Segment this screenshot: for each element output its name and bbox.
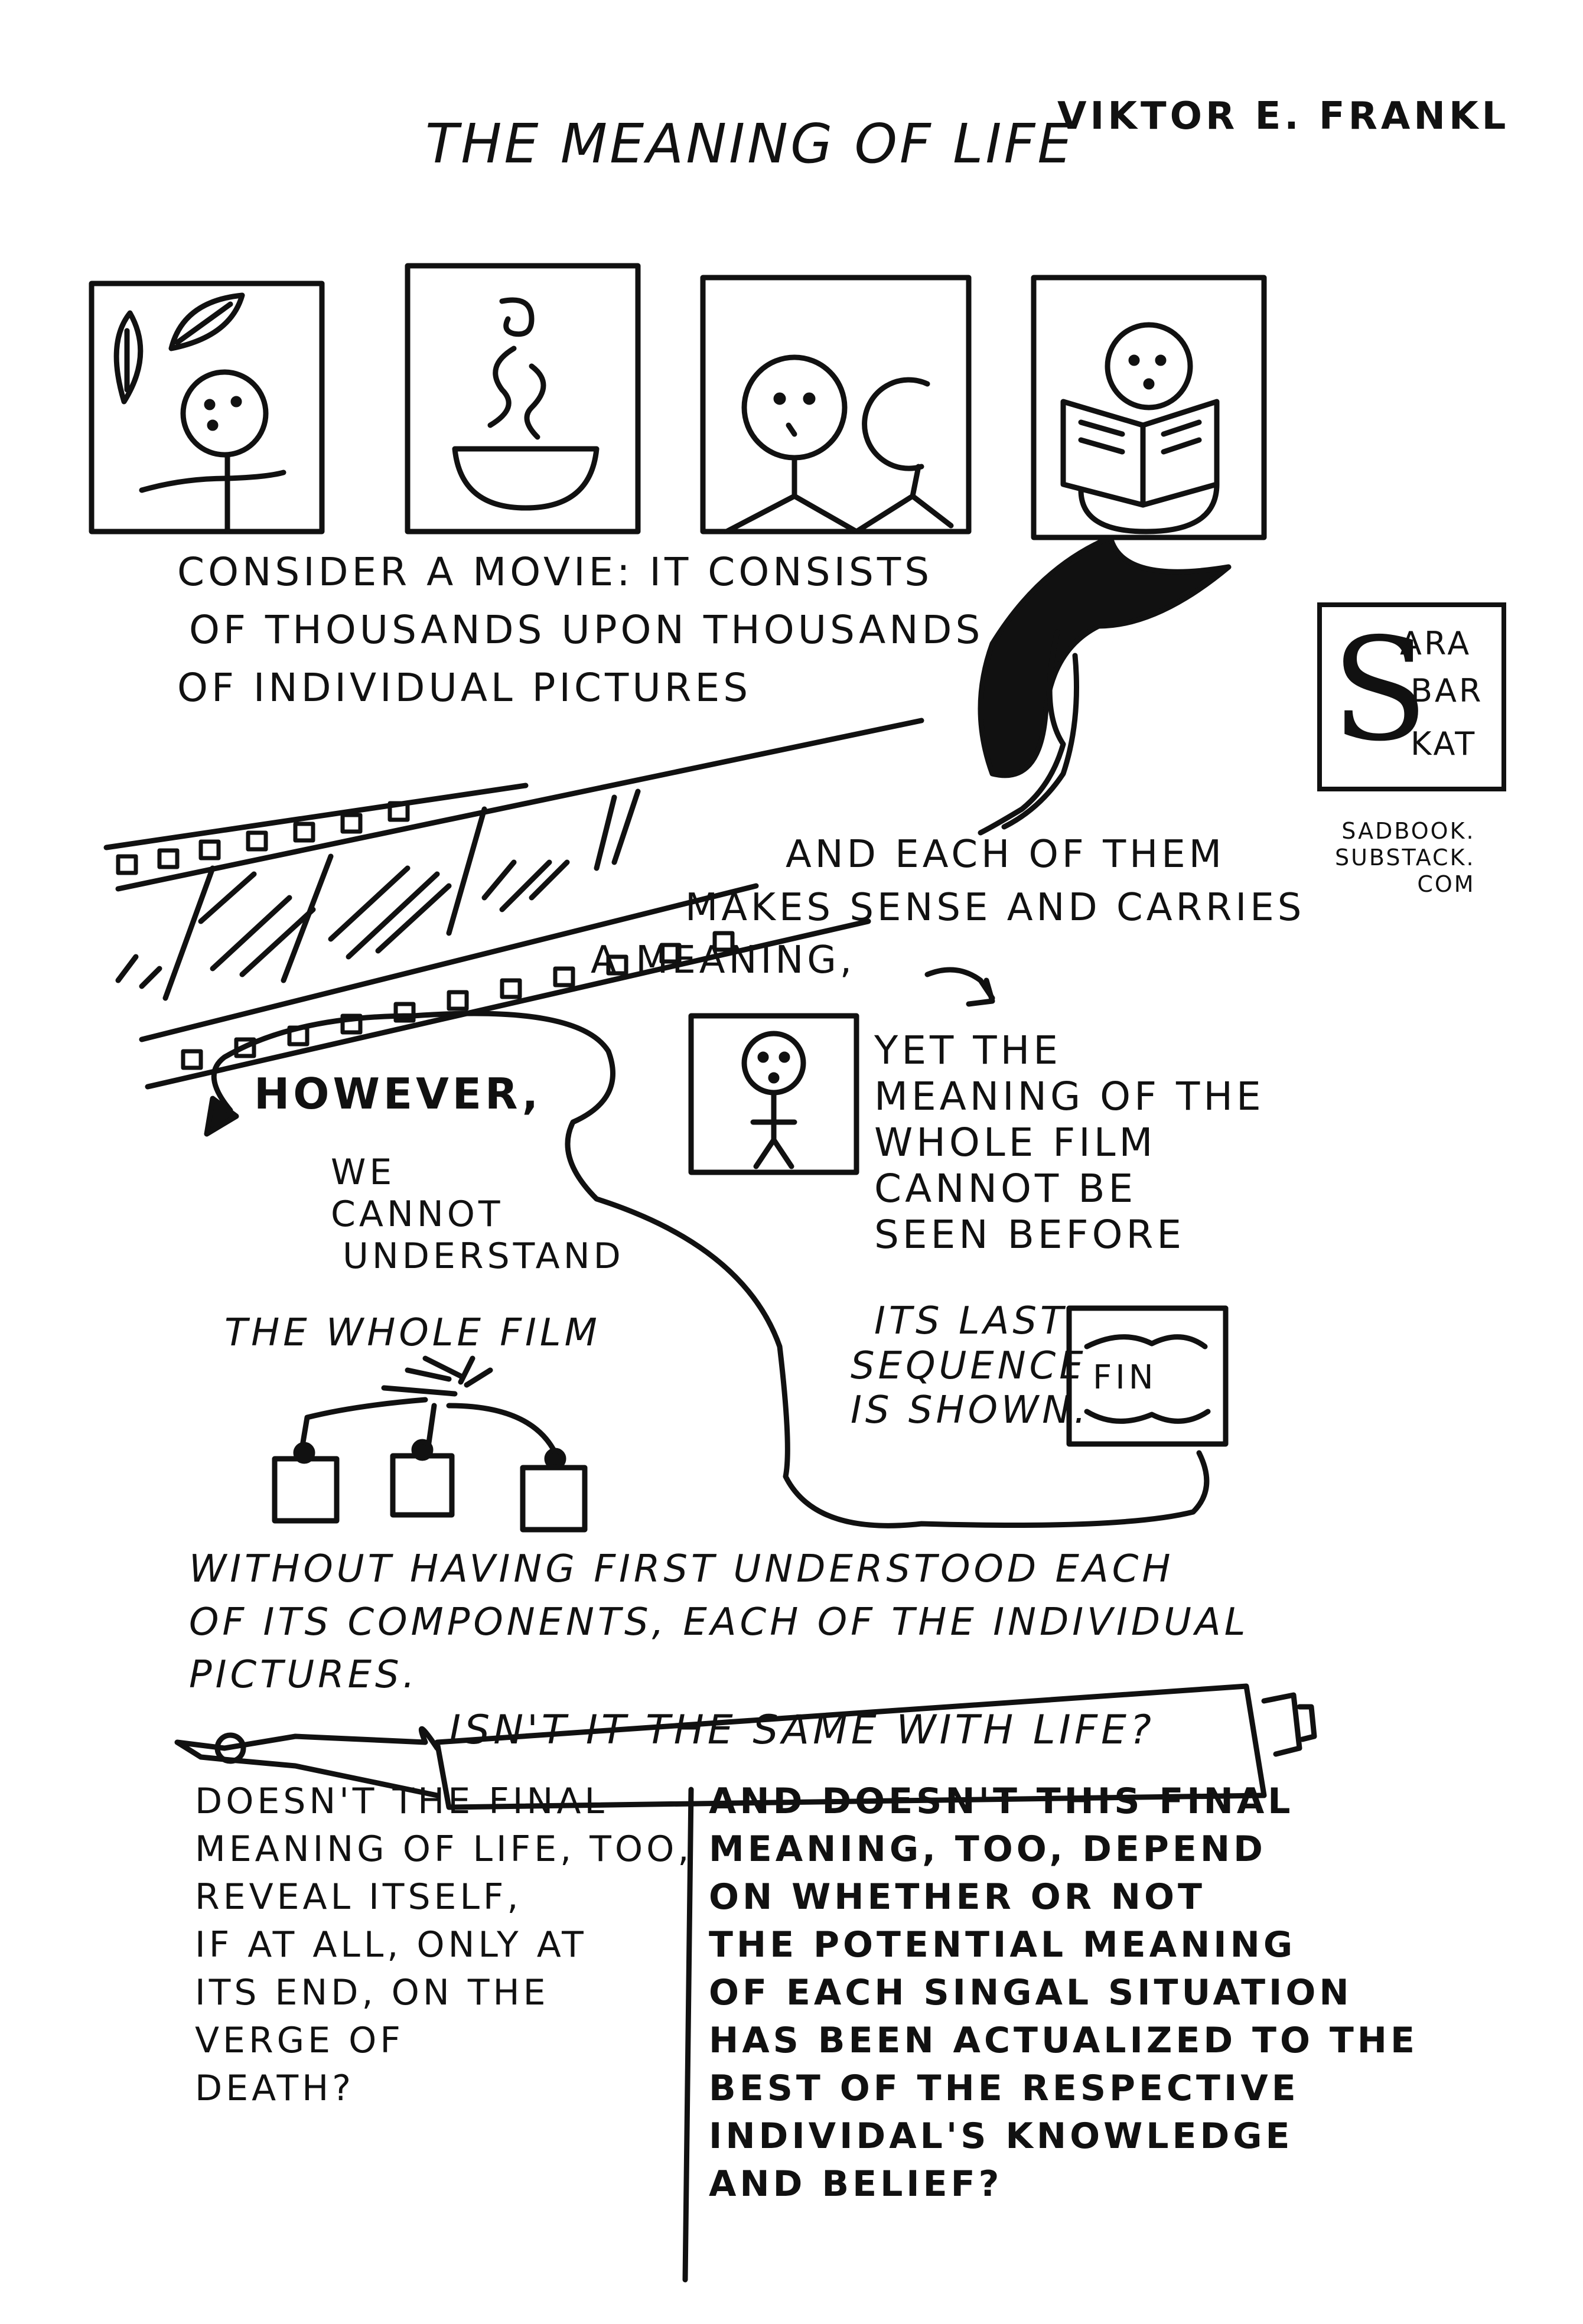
text-line: OF THOUSANDS UPON THOUSANDS: [189, 607, 984, 653]
text-line: VERGE OF: [195, 2020, 404, 2061]
text-line: OF INDIVIDUAL PICTURES: [177, 664, 752, 710]
text-line: SEQUENCE: [851, 1344, 1087, 1388]
panel-person-leaves: [89, 281, 325, 534]
text-line: HAS BEEN ACTUALIZED TO THE: [709, 2020, 1418, 2061]
text-line: CANNOT: [331, 1193, 504, 1235]
left-column-text: DOESN'T THE FINAL MEANING OF LIFE, TOO, …: [195, 1778, 692, 2113]
each-meaning-text: AND EACH OF THEM MAKES SENSE AND CARRIES…: [591, 833, 1305, 983]
sarabarkat-logo: S ARA BAR KAT: [1317, 602, 1506, 791]
text-line: BEST OF THE RESPECTIVE: [709, 2068, 1299, 2109]
right-column-text: AND DOESN'T THIS FINAL MEANING, TOO, DEP…: [709, 1778, 1418, 2208]
text-line: AND DOESN'T THIS FINAL: [709, 1781, 1294, 1822]
text-line: WITHOUT HAVING FIRST UNDERSTOOD EACH: [189, 1547, 1174, 1591]
logo-initial: S: [1331, 607, 1429, 773]
logo-word-2: BAR: [1411, 672, 1484, 709]
text-line: CONSIDER A MOVIE: IT CONSISTS: [177, 549, 933, 595]
logo-word-1: ARA: [1400, 625, 1472, 662]
however-text: HOWEVER,: [254, 1069, 542, 1119]
website-line: SUBSTACK.: [1335, 844, 1475, 871]
text-line: WHOLE FILM: [874, 1119, 1157, 1165]
panel-two-people: [700, 275, 972, 534]
author-name: VIKTOR E. FRANKL: [1057, 94, 1510, 138]
text-line: MEANING, TOO, DEPEND: [709, 1828, 1266, 1870]
column-divider: [682, 1787, 694, 2283]
website-line: SADBOOK.: [1341, 818, 1475, 844]
text-line: AND EACH OF THEM: [786, 833, 1225, 876]
text-line: MEANING OF LIFE, TOO,: [195, 1828, 693, 1870]
text-line: UNDERSTAND: [343, 1235, 624, 1277]
text-line: SEEN BEFORE: [874, 1211, 1185, 1257]
ink-splash: [978, 534, 1232, 836]
text-line: INDIVIDAL'S KNOWLEDGE: [709, 2116, 1294, 2157]
text-line: MEANING OF THE: [874, 1073, 1265, 1119]
text-line: PICTURES.: [189, 1653, 418, 1697]
connector-line: [204, 1011, 1210, 1528]
consider-text: CONSIDER A MOVIE: IT CONSISTS OF THOUSAN…: [177, 549, 983, 711]
text-line: WE: [331, 1152, 396, 1193]
text-line: ITS END, ON THE: [195, 1972, 549, 2013]
component-diagram: [272, 1355, 588, 1533]
text-line: IS SHOWN.: [851, 1388, 1090, 1433]
whole-film-text: THE WHOLE FILM: [224, 1311, 601, 1355]
text-line: OF ITS COMPONENTS, EACH OF THE INDIVIDUA…: [189, 1600, 1249, 1644]
text-line: MAKES SENSE AND CARRIES: [685, 885, 1305, 930]
fin-label: FIN: [1093, 1358, 1157, 1397]
website-url: SADBOOK. SUBSTACK. COM: [1335, 818, 1475, 897]
pen-banner: [174, 1683, 1317, 1810]
text-line: A MEANING,: [591, 938, 856, 983]
website-line: COM: [1417, 871, 1475, 897]
text-line: REVEAL ITSELF,: [195, 1876, 522, 1918]
text-line: DOESN'T THE FINAL: [195, 1781, 608, 1822]
text-line: CANNOT BE: [874, 1165, 1137, 1211]
text-line: AND BELIEF?: [709, 2163, 1003, 2205]
text-line: THE POTENTIAL MEANING: [709, 1924, 1297, 1966]
film-strip: [103, 718, 924, 1090]
yet-meaning-text: YET THE MEANING OF THE WHOLE FILM CANNOT…: [874, 1028, 1265, 1257]
text-line: IF AT ALL, ONLY AT: [195, 1924, 587, 1966]
without-text: WITHOUT HAVING FIRST UNDERSTOOD EACH OF …: [189, 1547, 1249, 1698]
text-line: ITS LAST: [874, 1299, 1067, 1343]
fin-card: [1066, 1305, 1229, 1447]
cannot-understand-text: WE CANNOT UNDERSTAND: [331, 1152, 624, 1277]
panel-person-reading: [1031, 275, 1267, 540]
panel-cup-steam: [405, 263, 641, 534]
text-line: OF EACH SINGAL SITUATION: [709, 1972, 1353, 2013]
arrow-to-panel: [924, 967, 995, 1007]
logo-word-3: KAT: [1411, 725, 1477, 762]
last-sequence-text: ITS LAST SEQUENCE IS SHOWN.: [851, 1299, 1089, 1433]
text-line: ON WHETHER OR NOT: [709, 1876, 1206, 1918]
text-line: YET THE: [874, 1028, 1061, 1073]
page-title: THE MEANING OF LIFE: [425, 112, 1074, 175]
banner-question: ISN'T IT THE SAME WITH LIFE?: [449, 1707, 1155, 1753]
panel-stick-figure: [688, 1013, 859, 1175]
text-line: DEATH?: [195, 2068, 355, 2109]
